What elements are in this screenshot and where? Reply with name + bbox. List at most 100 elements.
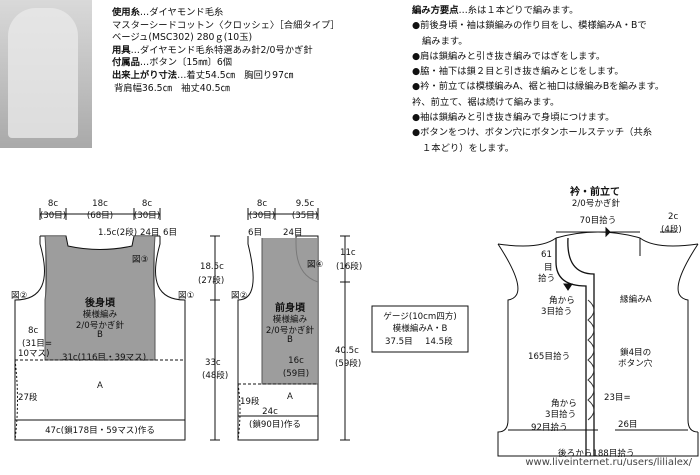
accessories-label: 付属品 <box>112 57 140 69</box>
collar-corner-3: 3目拾う <box>541 307 573 317</box>
back-body-outline <box>14 235 186 441</box>
front-pattern: 模様編み <box>272 315 308 325</box>
front-height-total-rows: (59段) <box>335 359 362 369</box>
front-mid-rows: (59目) <box>282 369 310 379</box>
steps-block: 編み方要点…糸は１本どりで編みます。 ●前後身頃・袖は鎖編みの作り目をし、模様編… <box>412 3 664 156</box>
collar-right-c: 2c <box>668 212 679 222</box>
collar-corner-3b: 3目拾う <box>545 410 577 420</box>
back-top-mid: 18c <box>92 199 108 209</box>
collar-title: 衿・前立て <box>570 187 620 198</box>
step-item: ●前後身頃・袖は鎖編みの作り目をし、模様編みA・Bで <box>412 20 647 32</box>
front-bottom-rows: (鎖90目)作る <box>248 420 302 430</box>
collar-pick-61b: 目 <box>544 263 553 273</box>
back-side-c: 8c <box>28 326 39 336</box>
step-item: 編みます。 <box>422 35 468 47</box>
back-hook: 2/0号かぎ針 <box>75 321 125 331</box>
back-width-mid: 31c(116目・39マス) <box>62 353 147 363</box>
size-value-2: 背肩幅36.5㎝ 袖丈40.5㎝ <box>114 82 230 94</box>
step-item: ●肩は鎖編みと引き抜き編みではぎをします。 <box>412 50 606 62</box>
tools-label: 用具 <box>112 44 131 56</box>
back-neck: 1.5c(2段) <box>98 228 138 238</box>
collar-pick-61a: 61 <box>541 250 552 260</box>
collar-hook: 2/0号かぎ針 <box>571 199 621 209</box>
yarn-name: マスターシードコットン〈クロッシェ〉［合細タイプ］ <box>112 19 340 31</box>
front-body-outline <box>237 235 319 441</box>
yarn-value: …ダイヤモンド毛糸 <box>139 7 224 18</box>
front-fig4: 図④ <box>307 260 324 270</box>
back-fig2: 図② <box>11 291 28 301</box>
collar-pick-92: 92目拾う <box>531 423 568 433</box>
back-title: 後身頃 <box>85 298 115 309</box>
front-hem-a: A <box>287 392 293 402</box>
steps-title: 編み方要点 <box>412 5 459 16</box>
materials-block: 使用糸…ダイヤモンド毛糸 マスターシードコットン〈クロッシェ〉［合細タイプ］ ベ… <box>112 7 340 95</box>
collar-button-1: 鎖4目の <box>620 348 652 358</box>
back-height-upper: 18.5c <box>200 262 224 272</box>
collar-pick-165: 165目拾う <box>528 352 571 362</box>
back-hem-rows: 27段 <box>18 393 38 403</box>
collar-back-pick: 後ろから188目拾う <box>558 449 635 459</box>
back-bottom: 47c(鎖178目・59マス)作る <box>45 426 155 436</box>
accessories-value: …ボタン〔15㎜〕6個 <box>139 57 233 69</box>
gauge-value-b: 14.5段 <box>425 337 453 347</box>
front-dim-lines <box>237 208 350 441</box>
gauge-title: ゲージ(10cm四方) <box>383 312 457 322</box>
tools-value: …ダイヤモンド毛糸特選あみ針2/0号かぎ針 <box>130 44 313 56</box>
collar-arrows <box>563 226 611 291</box>
back-neck-rows: 24目 <box>140 228 160 238</box>
yarn-color: ベージュ(MSC302) 280ｇ(10玉) <box>112 32 253 44</box>
collar-outline <box>497 231 699 457</box>
back-side-rows2: 10マス) <box>18 349 50 359</box>
front-pattern-b: B <box>287 335 293 345</box>
back-top-left: 8c <box>47 199 59 209</box>
collar-pick-70: 70目拾う <box>579 216 617 226</box>
front-top-right: 9.5c <box>295 199 315 209</box>
front-hem-rows: 19段 <box>240 397 260 407</box>
back-top-right: 8c <box>141 199 153 209</box>
collar-count-23: 23目= <box>604 393 631 403</box>
collar-button-2: ボタン穴 <box>618 359 653 369</box>
front-title: 前身頃 <box>275 303 305 314</box>
watermark: www.liveinternet.ru/users/lilialex/ <box>525 457 692 468</box>
back-pattern-b: B <box>97 330 103 340</box>
front-height-top: 11c <box>340 248 356 258</box>
size-label: 出来上がり寸法 <box>112 69 178 81</box>
step-item: 衿、前立て、裾は続けて編みます。 <box>412 96 560 108</box>
size-value-1: …着丈54.5㎝ 胸回り97㎝ <box>177 69 294 81</box>
back-neck-rows2: 6目 <box>163 228 178 238</box>
steps-title-note: …糸は１本どりで編みます。 <box>458 5 579 16</box>
back-height-lower-rows: (48段) <box>202 371 229 381</box>
back-top-left-rows: (30目) <box>39 211 67 221</box>
front-top-left-rows: (30目) <box>248 211 276 221</box>
step-item: ●袖は鎖編みと引き抜き編みで身頃につけます。 <box>412 112 615 124</box>
collar-right-rows: (4段) <box>661 225 682 235</box>
collar-corner-from: 角から <box>549 296 575 306</box>
step-item: ●衿・前立ては模様編みA、裾と袖口は縁編みBを編みます。 <box>412 81 665 93</box>
gauge-pattern: 模様編みA・B <box>392 324 448 334</box>
front-neck-rows: 6目 <box>248 228 263 238</box>
back-height-lower: 33c <box>205 358 221 368</box>
collar-edge-a: 縁編みA <box>620 295 652 305</box>
front-hook: 2/0号かぎ針 <box>265 326 315 336</box>
step-item: ●ボタンをつけ、ボタン穴にボタンホールステッチ（共糸 <box>412 127 653 139</box>
back-fig1: 図① <box>178 291 195 301</box>
front-bottom: 24c <box>262 407 278 417</box>
model-photo <box>0 0 92 148</box>
yarn-label: 使用糸 <box>112 7 140 18</box>
front-fig2: 図② <box>231 291 248 301</box>
back-fig3: 図③ <box>132 255 149 265</box>
back-side-rows: (31目= <box>22 339 53 349</box>
gauge-box-outline <box>371 305 469 353</box>
back-top-mid-rows: (68目) <box>86 211 114 221</box>
back-top-right-rows: (30目) <box>133 211 161 221</box>
front-top-left: 8c <box>256 199 268 209</box>
front-neck-rows2: 24目 <box>283 228 303 238</box>
back-pattern: 模様編み <box>82 310 118 320</box>
back-hem-a: A <box>97 381 103 391</box>
back-dim-lines <box>14 208 220 441</box>
front-height-total: 40.5c <box>335 346 359 356</box>
step-item: １本どり）をします。 <box>422 142 515 154</box>
back-height-upper-rows: (27段) <box>198 276 225 286</box>
front-top-right-rows: (35目) <box>291 211 319 221</box>
